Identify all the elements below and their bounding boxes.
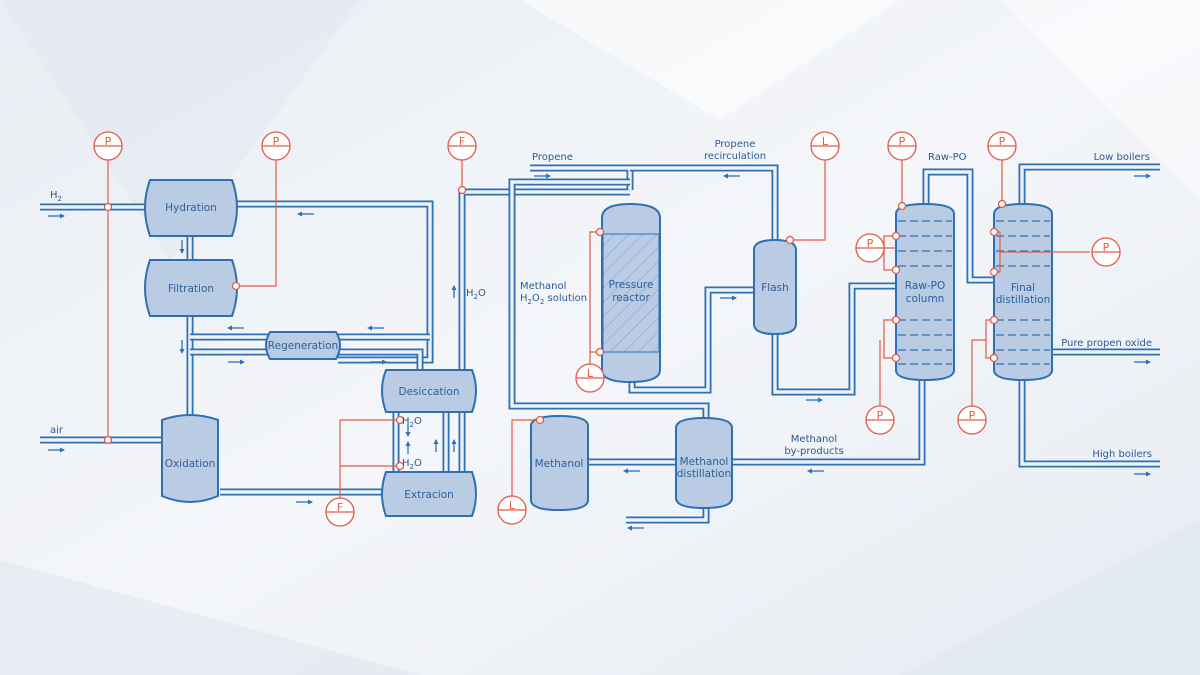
stream-label-water: H2O xyxy=(402,416,422,429)
instrument-label: L xyxy=(509,499,516,512)
unit-label: Methanol xyxy=(535,458,584,470)
unit-raw-po-column: Raw-PO column xyxy=(895,202,955,382)
unit-label: Extracion xyxy=(404,489,454,501)
unit-label: column xyxy=(906,293,945,305)
instrument-level: L xyxy=(575,363,605,393)
bg-facet xyxy=(0,560,420,675)
unit-label: Methanol xyxy=(680,456,729,468)
unit-pressure-reactor: Pressure reactor xyxy=(601,202,661,384)
bg-facet xyxy=(900,520,1200,675)
instrument-label: P xyxy=(899,135,906,148)
stream-label-propene: Propene xyxy=(532,152,573,163)
unit-label: distillation xyxy=(996,294,1050,306)
instrument-label: F xyxy=(337,501,343,514)
unit-hydration: Hydration xyxy=(144,179,238,237)
unit-label: Desiccation xyxy=(398,386,459,398)
instrument-pressure: P xyxy=(865,405,895,435)
unit-label: Hydration xyxy=(165,202,217,214)
unit-extracion: Extracion xyxy=(381,471,477,517)
stream-label-pure-propen-oxide: Pure propen oxide xyxy=(1061,338,1152,349)
instrument-level: L xyxy=(497,495,527,525)
stream-label-methanol-byproducts: by-products xyxy=(784,446,843,457)
instrument-pressure: P xyxy=(93,131,123,161)
instrument-flow: F xyxy=(325,497,355,527)
instrument-label: P xyxy=(877,409,884,422)
stream-label-raw-po: Raw-PO xyxy=(928,152,967,163)
unit-oxidation: Oxidation xyxy=(161,414,219,503)
instrument-pressure: P xyxy=(855,233,885,263)
stream-label-water: H2O xyxy=(402,458,422,471)
unit-methanol-distillation: Methanol distillation xyxy=(675,416,733,510)
unit-filtration: Filtration xyxy=(144,259,238,317)
stream-label-high-boilers: High boilers xyxy=(1092,449,1152,460)
unit-regeneration: Regeneration xyxy=(265,331,341,360)
stream-label-h2o2-solution: H2O2 solution xyxy=(520,293,587,306)
stream-label-propene-recirculation: Propene xyxy=(715,139,756,150)
stream-label-propene-recirculation: recirculation xyxy=(704,151,766,162)
instrument-label: P xyxy=(1103,241,1110,254)
instrument-pressure: P xyxy=(987,131,1017,161)
bg-facet xyxy=(1000,0,1200,200)
stream-label-water: H2O xyxy=(466,288,486,301)
instrument-level: L xyxy=(810,131,840,161)
instrument-label: L xyxy=(822,135,829,148)
stream-label-low-boilers: Low boilers xyxy=(1094,152,1150,163)
unit-flash: Flash xyxy=(753,238,797,336)
unit-methanol: Methanol xyxy=(530,414,589,512)
unit-label: Final xyxy=(1011,282,1035,294)
unit-final-distillation: Final distillation xyxy=(993,202,1053,382)
unit-label: Filtration xyxy=(168,283,214,295)
instrument-pressure: P xyxy=(1091,237,1121,267)
instrument-label: F xyxy=(459,135,465,148)
unit-label: distillation xyxy=(677,468,731,480)
instrument-label: L xyxy=(587,367,594,380)
bg-facet xyxy=(0,0,360,260)
instrument-label: P xyxy=(273,135,280,148)
instrument-pressure: P xyxy=(261,131,291,161)
instrument-label: P xyxy=(969,409,976,422)
instrument-pressure: P xyxy=(887,131,917,161)
stream-label-methanol-byproducts: Methanol xyxy=(791,434,837,445)
stream-label-air: air xyxy=(50,425,64,436)
stream-label-methanol: Methanol xyxy=(520,281,566,292)
instrument-label: P xyxy=(105,135,112,148)
instrument-label: P xyxy=(867,237,874,250)
unit-label: Flash xyxy=(761,282,789,294)
unit-label: reactor xyxy=(612,292,650,304)
unit-label: Pressure xyxy=(609,279,654,291)
instrument-flow: F xyxy=(447,131,477,161)
instrument-pressure: P xyxy=(957,405,987,435)
flow-arrows xyxy=(48,173,1151,531)
stream-labels: H2 air Propene Propene recirculation Met… xyxy=(50,139,1152,471)
unit-desiccation: Desiccation xyxy=(381,369,477,413)
unit-label: Oxidation xyxy=(165,458,216,470)
instrument-taps xyxy=(103,185,1007,471)
instrument-label: P xyxy=(999,135,1006,148)
unit-label: Raw-PO xyxy=(905,280,945,292)
stream-label-h2: H2 xyxy=(50,190,62,203)
unit-label: Regeneration xyxy=(268,340,338,352)
bg-facet xyxy=(520,0,900,120)
